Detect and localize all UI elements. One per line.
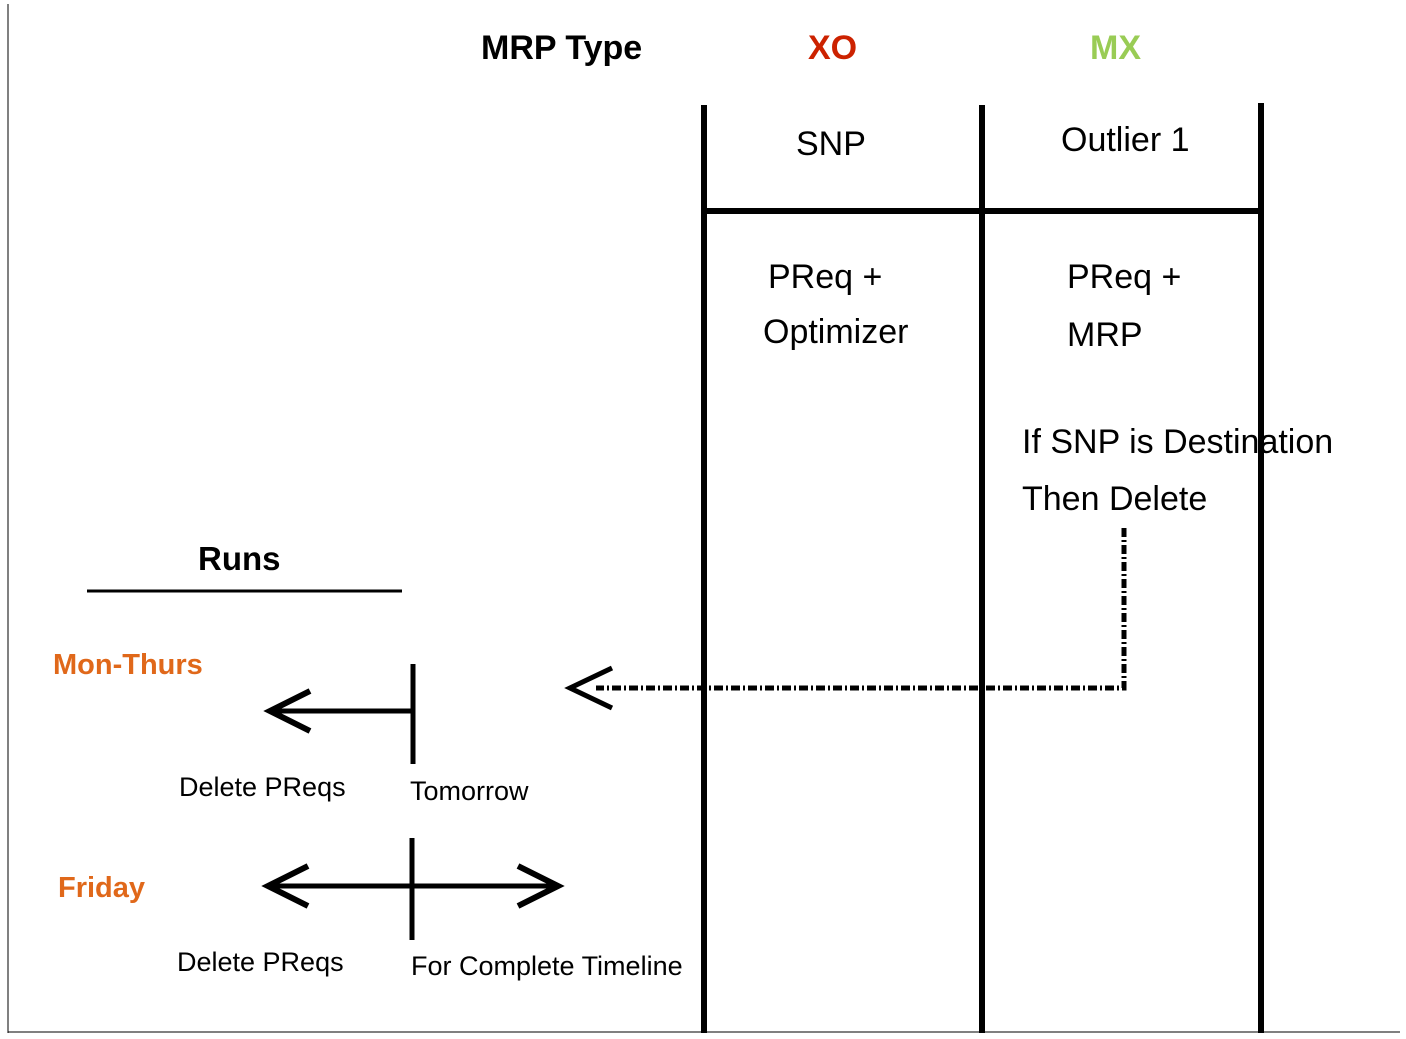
friday-right-label: For Complete Timeline [411, 951, 683, 981]
note-line1: If SNP is Destination [1022, 423, 1334, 461]
note-line2: Then Delete [1022, 480, 1208, 518]
xo-action-line2: Optimizer [763, 313, 909, 351]
mon-thurs-label: Mon-Thurs [53, 649, 203, 681]
xo-planner-label: SNP [796, 125, 866, 163]
friday-label: Friday [58, 872, 146, 904]
xo-action-line1: PReq + [768, 258, 883, 296]
mx-planner-label: Outlier 1 [1061, 121, 1190, 159]
mx-action-line1: PReq + [1067, 258, 1182, 296]
mx-heading: MX [1090, 29, 1141, 67]
friday-left-arrowhead [261, 863, 310, 909]
xo-heading: XO [808, 29, 858, 67]
runs-title: Runs [198, 540, 281, 577]
mon-thurs-right-label: Tomorrow [410, 776, 529, 806]
mon-thurs-arrowhead [263, 688, 312, 734]
mon-thurs-left-label: Delete PReqs [179, 772, 346, 802]
dashed-connector-arrowhead [564, 665, 614, 711]
friday-right-arrowhead [516, 863, 565, 909]
dashed-connector [596, 528, 1127, 691]
mx-action-line2: MRP [1067, 316, 1143, 354]
friday-left-label: Delete PReqs [177, 947, 344, 977]
mrp-type-heading: MRP Type [481, 29, 643, 67]
